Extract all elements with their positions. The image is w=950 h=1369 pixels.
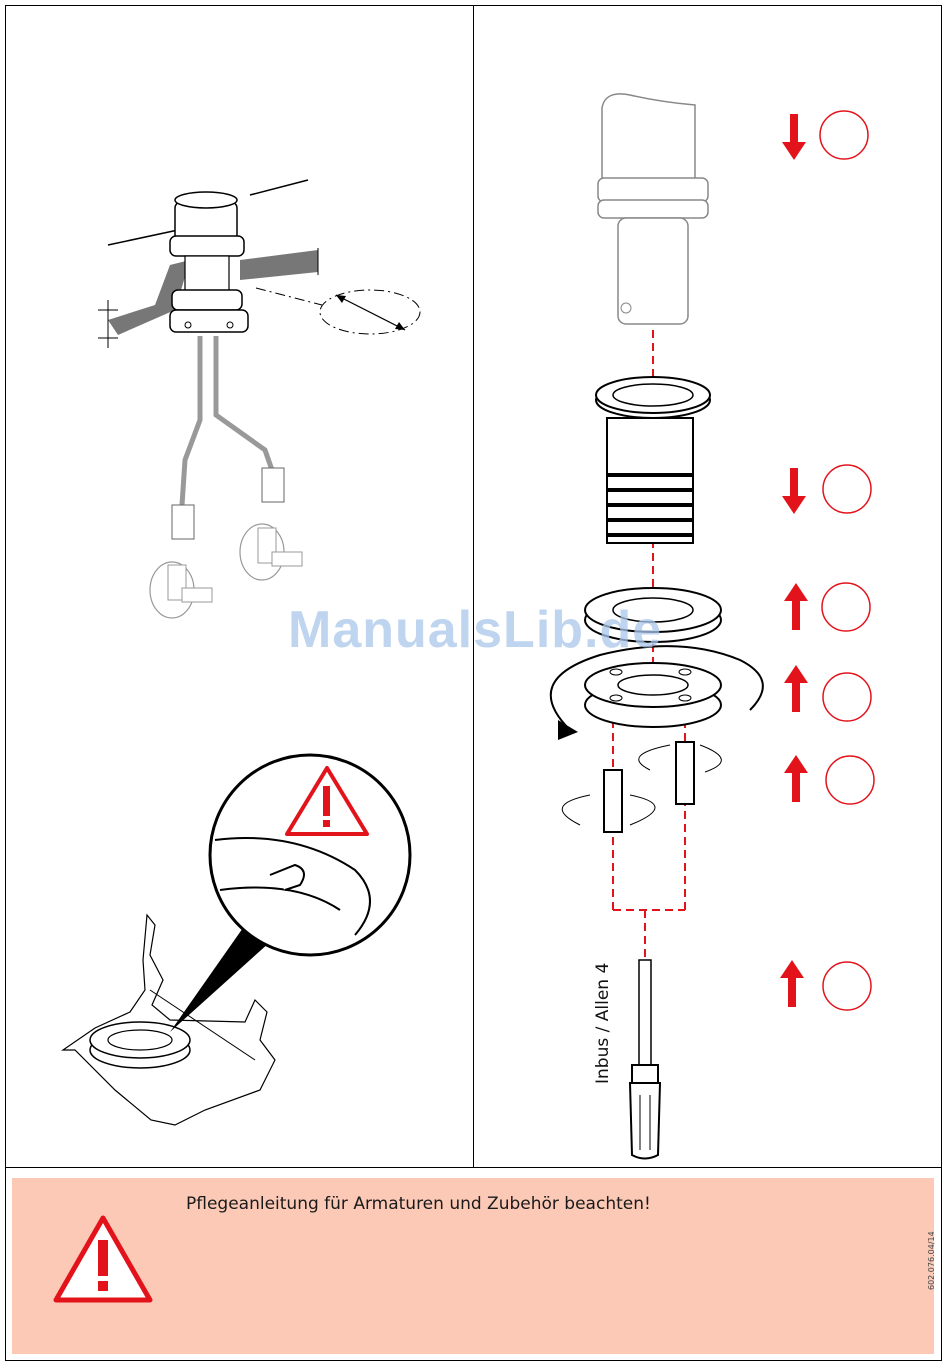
sealing-ring-detail-illustration: [55, 750, 425, 1130]
warning-triangle-icon: [48, 1208, 168, 1318]
arrow-down-icon: [782, 114, 806, 160]
installed-tap-illustration: [60, 160, 440, 630]
care-notice-box: Pflegeanleitung für Armaturen und Zubehö…: [12, 1178, 934, 1354]
care-notice-text: Pflegeanleitung für Armaturen und Zubehö…: [186, 1194, 651, 1214]
vertical-divider: [473, 5, 474, 1167]
arrow-up-icon: [780, 960, 804, 1007]
horizontal-divider: [5, 1167, 942, 1168]
tool-label: Inbus / Allen 4: [593, 963, 613, 1084]
watermark: ManualsLib.de: [288, 600, 662, 660]
warning-triangle-icon: [287, 768, 367, 834]
document-number: 602.076.04/14: [927, 1231, 936, 1290]
